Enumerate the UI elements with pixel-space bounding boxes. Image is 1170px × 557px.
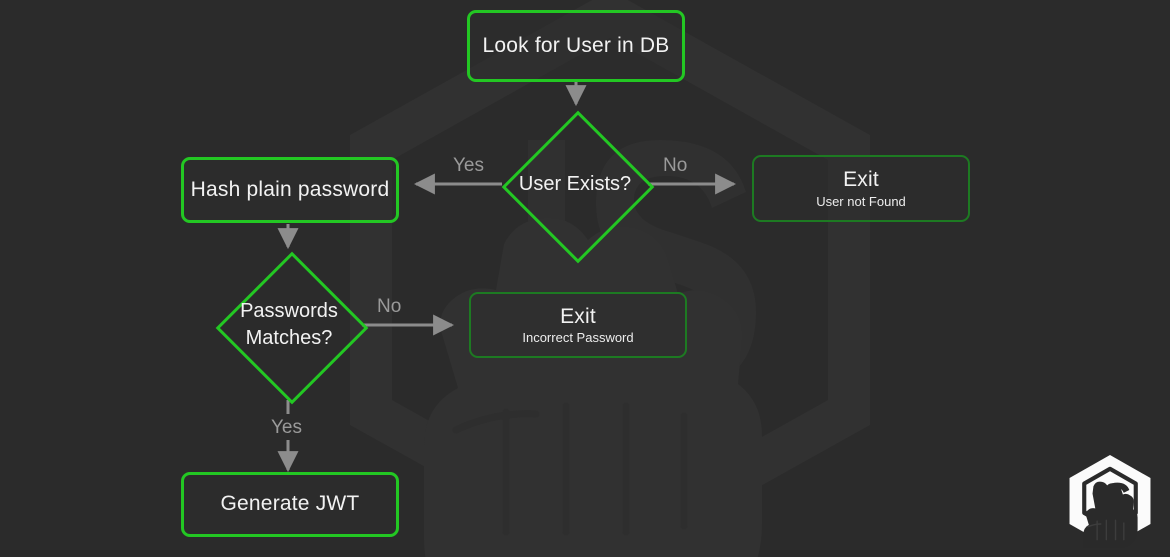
node-passwords-matches[interactable]: Passwords Matches? — [215, 251, 369, 405]
node-label: Exit — [843, 168, 879, 192]
node-label: Hash plain password — [190, 177, 390, 201]
node-generate-jwt[interactable]: Generate JWT — [181, 472, 399, 537]
edge-label-yes-user-exists: Yes — [453, 155, 484, 176]
node-label: Passwords Matches? — [240, 298, 338, 352]
nodejs-fist-js-hexagon-logo-icon — [1069, 455, 1151, 548]
node-look-for-user-in-db[interactable]: Look for User in DB — [467, 10, 685, 82]
node-label: Exit — [560, 304, 596, 328]
node-exit-incorrect-password[interactable]: Exit Incorrect Password — [469, 292, 687, 358]
edge-label-no-user-exists: No — [663, 155, 688, 176]
node-user-exists[interactable]: User Exists? — [501, 110, 655, 264]
node-sublabel: User not Found — [816, 193, 906, 209]
node-label-line2: Matches? — [245, 327, 333, 349]
edge-label-no-passwords-matches: No — [377, 296, 402, 317]
node-exit-user-not-found[interactable]: Exit User not Found — [752, 155, 970, 222]
node-label-line1: Passwords — [240, 300, 338, 322]
node-label: Look for User in DB — [482, 33, 670, 57]
node-label: Generate JWT — [220, 492, 360, 516]
edge-label-yes-passwords-matches: Yes — [271, 417, 302, 438]
node-sublabel: Incorrect Password — [522, 330, 634, 346]
node-label: User Exists? — [518, 172, 632, 195]
node-hash-plain-password[interactable]: Hash plain password — [181, 157, 399, 223]
